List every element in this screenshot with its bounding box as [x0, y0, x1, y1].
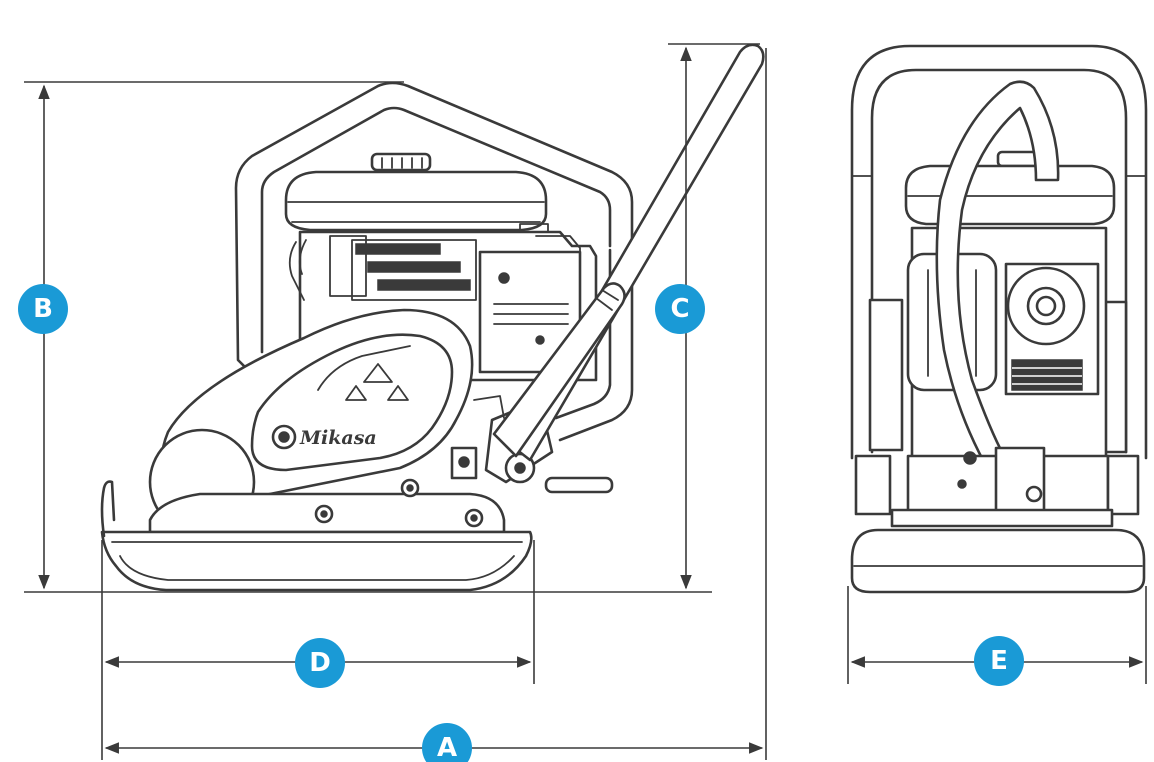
label-c-text: C	[670, 294, 689, 324]
guard-frame-outer	[234, 81, 634, 382]
label-badge-c: C	[655, 284, 705, 334]
dimension-lines	[24, 43, 1147, 760]
front-frame-outer	[850, 44, 1148, 460]
fuel-cap	[370, 152, 432, 172]
fuel-tank	[284, 170, 548, 232]
label-badge-d: D	[295, 638, 345, 688]
guard-frame-inner	[260, 106, 612, 354]
front-handle-bar	[935, 80, 1060, 464]
label-e-text: E	[990, 646, 1008, 676]
side-view: Mikasa	[100, 43, 765, 592]
base-plate	[100, 530, 533, 592]
brand-logo-text: Mikasa	[299, 427, 377, 449]
front-view	[850, 44, 1148, 594]
label-badge-e: E	[974, 636, 1024, 686]
front-frame-inner	[870, 68, 1128, 454]
label-b-text: B	[33, 294, 53, 324]
belt-cover-panel	[250, 333, 454, 472]
handle-grip-sleeve	[492, 282, 626, 458]
label-a-text: A	[437, 733, 457, 762]
triangle-logo-icon	[363, 363, 393, 383]
front-base-plate	[850, 528, 1146, 594]
label-d-text: D	[309, 648, 331, 678]
label-badge-a: A	[422, 723, 472, 762]
handle-rest	[544, 476, 614, 494]
label-badge-b: B	[18, 284, 68, 334]
air-filter	[329, 235, 367, 297]
